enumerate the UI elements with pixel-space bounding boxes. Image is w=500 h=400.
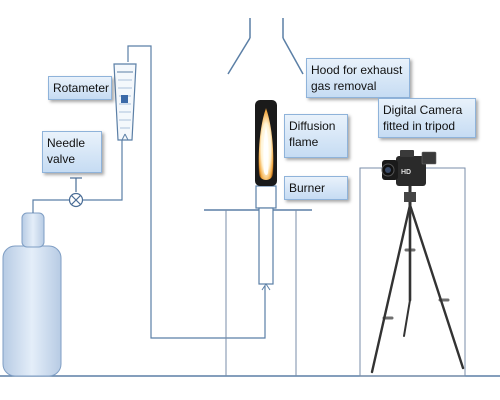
camera-label: Digital Camera fitted in tripod — [378, 98, 476, 138]
camera-badge: HD — [401, 169, 411, 176]
diffusion-flame-label-line2: flame — [289, 135, 319, 149]
burner-icon — [255, 185, 277, 291]
camera-label-line2: fitted in tripod — [383, 119, 456, 133]
tripod-icon — [370, 184, 465, 374]
burner-label-text: Burner — [289, 181, 326, 195]
needle-valve-icon — [68, 177, 84, 208]
hood-label-line2: gas removal — [311, 79, 377, 93]
rotameter-label-text: Rotameter — [53, 81, 110, 95]
diffusion-flame-label-line1: Diffusion — [289, 119, 336, 133]
needle-valve-label-line1: Needle — [47, 136, 86, 150]
camera-label-line1: Digital Camera — [383, 103, 463, 117]
hood-label: Hood for exhaust gas removal — [306, 58, 410, 98]
bench — [204, 209, 312, 376]
hood-icon — [227, 18, 304, 75]
needle-valve-label: Needle valve — [42, 131, 102, 173]
camera-icon: HD — [381, 150, 437, 186]
flame-icon — [255, 100, 277, 186]
gas-cylinder-icon — [2, 212, 62, 377]
diffusion-flame-label: Diffusion flame — [284, 114, 348, 158]
rotameter-icon — [113, 63, 137, 141]
rotameter-label: Rotameter — [48, 76, 112, 100]
burner-label: Burner — [284, 176, 348, 200]
hood-label-line1: Hood for exhaust — [311, 63, 403, 77]
needle-valve-label-line2: valve — [47, 152, 76, 166]
